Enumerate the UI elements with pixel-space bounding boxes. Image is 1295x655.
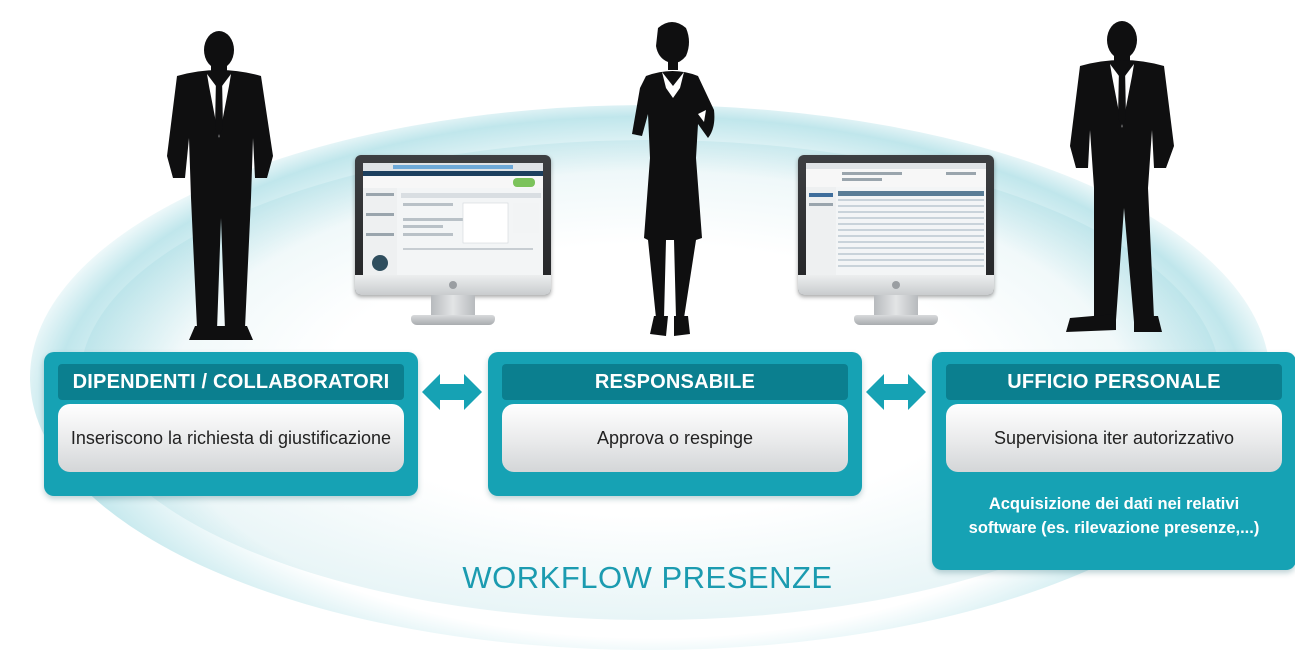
businessman-silhouette-icon xyxy=(1066,21,1174,332)
role-note: Acquisizione dei dati nei relativi softw… xyxy=(942,492,1286,540)
role-heading: RESPONSABILE xyxy=(502,364,848,400)
role-note-line: software (es. rilevazione presenze,...) xyxy=(968,519,1260,537)
role-description: Supervisiona iter autorizzativo xyxy=(946,404,1282,472)
double-arrow-icon xyxy=(422,374,482,410)
diagram-title: WORKFLOW PRESENZE xyxy=(462,560,833,595)
role-box-ufficio-personale: UFFICIO PERSONALE Supervisiona iter auto… xyxy=(932,352,1295,570)
role-box-responsabile: RESPONSABILE Approva o respinge xyxy=(488,352,862,496)
businesswoman-silhouette-icon xyxy=(632,22,715,336)
role-heading: DIPENDENTI / COLLABORATORI xyxy=(58,364,404,400)
monitor-screen xyxy=(363,163,543,275)
role-description: Inseriscono la richiesta di giustificazi… xyxy=(58,404,404,472)
double-arrow-icon xyxy=(866,374,926,410)
role-description: Approva o respinge xyxy=(502,404,848,472)
businessman-silhouette-icon xyxy=(167,31,273,340)
monitor-screen xyxy=(806,163,986,275)
role-heading: UFFICIO PERSONALE xyxy=(946,364,1282,400)
role-note-line: Acquisizione dei dati nei relativi xyxy=(988,495,1240,513)
role-box-dipendenti: DIPENDENTI / COLLABORATORI Inseriscono l… xyxy=(44,352,418,496)
